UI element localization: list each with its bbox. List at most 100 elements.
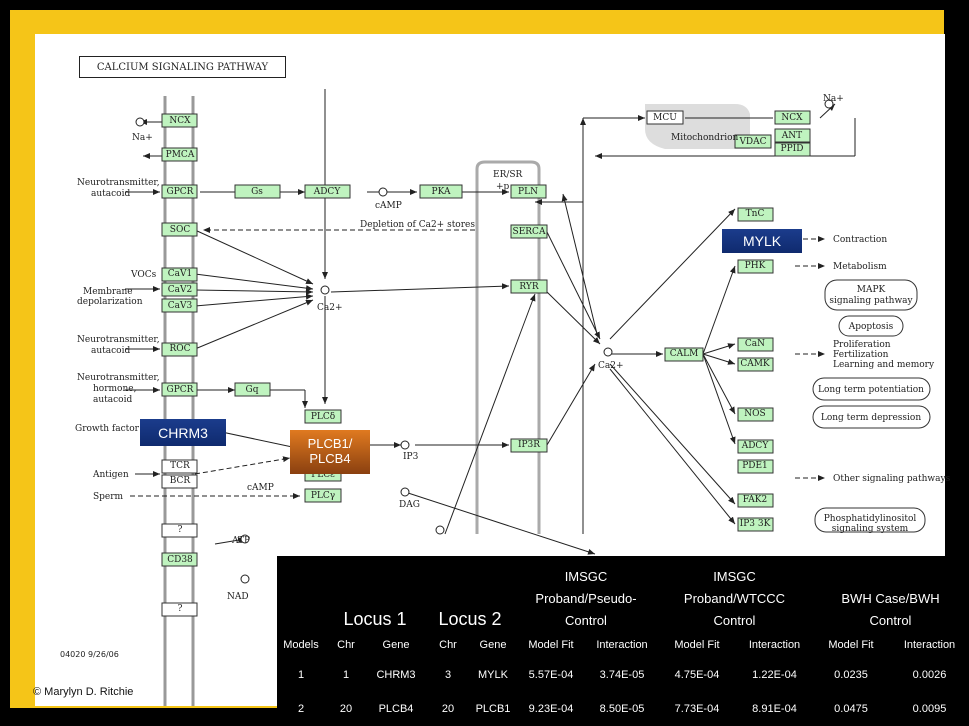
col-header: Model Fit	[828, 639, 874, 651]
node-fak2: FAK2	[737, 493, 774, 508]
col-header: Interaction	[596, 639, 648, 651]
node-tcr: TCR	[161, 459, 198, 474]
table-row: 2 20 PLCB4 20 PLCB1 9.23E-04 8.50E-05 7.…	[277, 692, 969, 726]
label-na1: Na+	[132, 133, 153, 143]
copyright-text: © Marylyn D. Ritchie	[33, 686, 134, 698]
label-contraction: Contraction	[833, 235, 887, 245]
table-cell: 8.50E-05	[599, 703, 645, 715]
table-cell: 5.57E-04	[528, 669, 574, 681]
node-ncx: NCX	[161, 113, 198, 128]
label-ltp: Long term potentiation	[818, 385, 924, 395]
svg-text:ADCY: ADCY	[741, 441, 770, 451]
table-cell: 0.0235	[834, 669, 868, 681]
node-ncx2: NCX	[774, 110, 811, 125]
group1-line1: IMSGC	[564, 569, 608, 584]
node-ppid: PPID	[774, 142, 811, 157]
table-cell: MYLK	[478, 669, 508, 681]
col-header: Model Fit	[674, 639, 720, 651]
svg-text:TCR: TCR	[170, 461, 190, 471]
label-ip3: IP3	[403, 452, 419, 462]
table-cell: 9.23E-04	[528, 703, 574, 715]
label-dag: DAG	[399, 500, 420, 510]
label-neuro3b: hormone,	[93, 384, 136, 394]
label-ca2: Ca2+	[598, 361, 624, 371]
node-plcg: PLCγ	[304, 488, 342, 503]
node-mcu: MCU	[646, 110, 684, 125]
group3-line2: Control	[869, 613, 912, 628]
svg-text:GPCR: GPCR	[167, 187, 194, 197]
table-cell: 3.74E-05	[599, 669, 645, 681]
svg-text:CALM: CALM	[670, 349, 699, 359]
col-header: Interaction	[903, 639, 956, 651]
node-can: CaN	[737, 337, 774, 352]
table-cell: 3	[444, 669, 452, 681]
node-soc: SOC	[161, 222, 198, 237]
group1-line3: Control	[565, 613, 607, 628]
label-nad: NAD	[227, 592, 249, 602]
svg-text:NCX: NCX	[169, 116, 191, 126]
svg-text:RYR: RYR	[519, 282, 538, 292]
table-cell: 1.22E-04	[752, 669, 797, 681]
locus1-header: Locus 1	[343, 609, 407, 629]
svg-text:SERCA: SERCA	[513, 227, 546, 237]
svg-text:SOC: SOC	[170, 225, 191, 235]
highlight-plcb-line1: PLCB1/	[307, 436, 353, 452]
node-cav1: CaV1	[161, 267, 198, 282]
group2-line2: Proband/WTCCC	[683, 591, 786, 606]
svg-text:ROC: ROC	[169, 344, 190, 354]
group3-line1: BWH Case/BWH	[841, 591, 940, 606]
label-neuro3a: Neurotransmitter,	[77, 373, 160, 383]
label-neuro1a: Neurotransmitter,	[77, 178, 160, 188]
group2-line3: Control	[713, 613, 756, 628]
label-vocs: VOCs	[130, 270, 157, 280]
table-row: 1 1 CHRM3 3 MYLK 5.57E-04 3.74E-05 4.75E…	[277, 658, 969, 692]
column-header-row: Models Chr Gene Chr Gene Model Fit Inter…	[277, 632, 969, 658]
calcium-pathway-diagram: NCX PMCA GPCR Gs ADCY PKA PLN SERCA SOC …	[75, 89, 951, 706]
locus2-header: Locus 2	[438, 609, 502, 629]
node-unknown2: ?	[161, 602, 198, 617]
svg-text:PMCA: PMCA	[166, 150, 195, 160]
results-table: Locus 1 Locus 2 IMSGC Proband/Pseudo- Co…	[277, 556, 969, 726]
node-ant: ANT	[774, 128, 811, 143]
svg-text:PHK: PHK	[745, 261, 766, 271]
label-depletion: Depletion of Ca2+ stores	[360, 220, 475, 230]
label-apoptosis: Apoptosis	[848, 322, 894, 332]
label-prolif: Proliferation	[833, 340, 891, 350]
label-p: +p	[496, 182, 510, 192]
node-pka: PKA	[419, 184, 463, 199]
diagram-title: CALCIUM SIGNALING PATHWAY	[79, 56, 286, 78]
svg-text:CD38: CD38	[167, 555, 193, 565]
table-cell: 4.75E-04	[674, 669, 720, 681]
node-vdac: VDAC	[734, 134, 772, 149]
col-header: Model Fit	[528, 639, 574, 651]
svg-text:CAMK: CAMK	[740, 359, 770, 369]
label-na2: Na+	[823, 94, 844, 104]
table-cell: 0.0095	[912, 703, 947, 715]
node-nos: NOS	[737, 407, 774, 422]
label-neuro3c: autacoid	[93, 395, 132, 405]
label-memb2: depolarization	[77, 297, 143, 307]
results-table-panel: Locus 1 Locus 2 IMSGC Proband/Pseudo- Co…	[277, 556, 969, 726]
svg-text:CaV1: CaV1	[168, 269, 192, 279]
table-cell: PLCB4	[378, 703, 414, 715]
col-header: Interaction	[748, 639, 801, 651]
svg-text:CaN: CaN	[745, 339, 765, 349]
label-fert: Fertilization	[833, 350, 889, 360]
table-cell: 8.91E-04	[752, 703, 797, 715]
label-camp1: cAMP	[375, 201, 402, 211]
label-pi1: Phosphatidylinositol	[824, 514, 917, 524]
table-cell: 20	[339, 703, 353, 715]
node-serca: SERCA	[510, 224, 548, 239]
label-metabolism: Metabolism	[833, 262, 887, 272]
node-gs: Gs	[234, 184, 281, 199]
svg-text:PLCε: PLCε	[311, 470, 335, 480]
node-camk: CAMK	[737, 357, 774, 372]
node-pmca: PMCA	[161, 147, 198, 162]
col-header: Chr	[439, 639, 457, 651]
col-header: Models	[283, 639, 319, 651]
label-camp2: cAMP	[247, 483, 274, 493]
node-phk: PHK	[737, 259, 774, 274]
svg-text:BCR: BCR	[170, 476, 191, 486]
label-er: ER/SR	[493, 170, 523, 180]
table-cell: 7.73E-04	[674, 703, 720, 715]
